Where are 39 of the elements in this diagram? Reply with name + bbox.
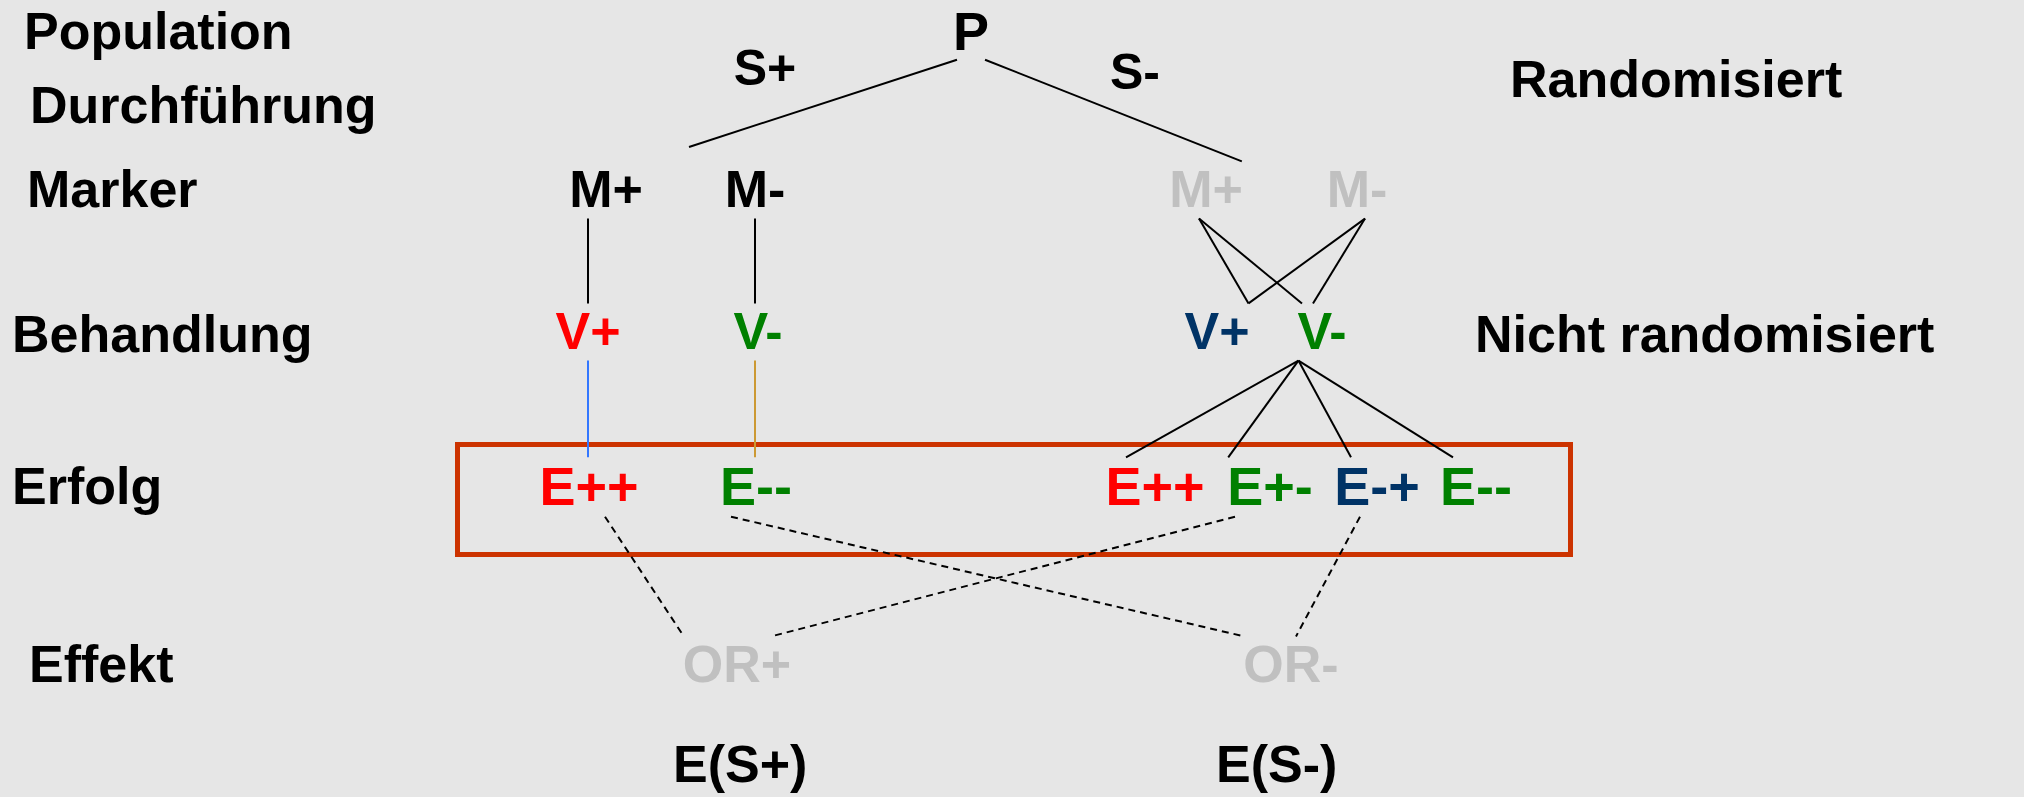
node-label: V- bbox=[733, 303, 783, 361]
connector-line bbox=[1295, 515, 1361, 638]
node-label: V+ bbox=[1184, 303, 1250, 361]
connector-line bbox=[688, 58, 958, 148]
row-label: Nicht randomisiert bbox=[1475, 306, 1935, 364]
connector-line bbox=[587, 359, 589, 459]
row-label: E(S-) bbox=[1216, 736, 1338, 794]
node-label: V+ bbox=[555, 303, 621, 361]
connector-line bbox=[1125, 359, 1300, 459]
node-label: E-- bbox=[1440, 457, 1512, 517]
outcome-frame bbox=[455, 442, 1573, 557]
row-label: Durchführung bbox=[30, 77, 377, 135]
node-label: E++ bbox=[1105, 457, 1205, 517]
connector-line bbox=[1198, 217, 1250, 305]
node-label: M+ bbox=[569, 161, 643, 219]
connector-line bbox=[1198, 217, 1303, 305]
node-label: M- bbox=[724, 161, 786, 219]
node-label: P bbox=[953, 2, 989, 62]
node-label: E++ bbox=[539, 457, 639, 517]
connector-line bbox=[1297, 359, 1352, 459]
connector-line bbox=[587, 217, 589, 305]
connector-line bbox=[984, 58, 1243, 163]
row-label: Behandlung bbox=[12, 306, 313, 364]
row-label: Randomisiert bbox=[1510, 51, 1843, 109]
node-label: E-+ bbox=[1334, 457, 1420, 517]
connector-line bbox=[754, 359, 756, 459]
row-label: Effekt bbox=[29, 636, 174, 694]
row-label: Marker bbox=[27, 161, 198, 219]
node-label: E-- bbox=[720, 457, 792, 517]
node-label: V- bbox=[1297, 303, 1347, 361]
connector-line bbox=[1297, 359, 1454, 459]
row-label: Population bbox=[24, 3, 293, 61]
connector-line bbox=[1312, 217, 1366, 305]
row-label: Erfolg bbox=[12, 458, 163, 516]
connector-line bbox=[754, 217, 756, 305]
connector-line bbox=[1247, 217, 1366, 305]
connector-line bbox=[1227, 359, 1300, 459]
row-label: E(S+) bbox=[673, 736, 808, 794]
node-label: E+- bbox=[1227, 457, 1313, 517]
